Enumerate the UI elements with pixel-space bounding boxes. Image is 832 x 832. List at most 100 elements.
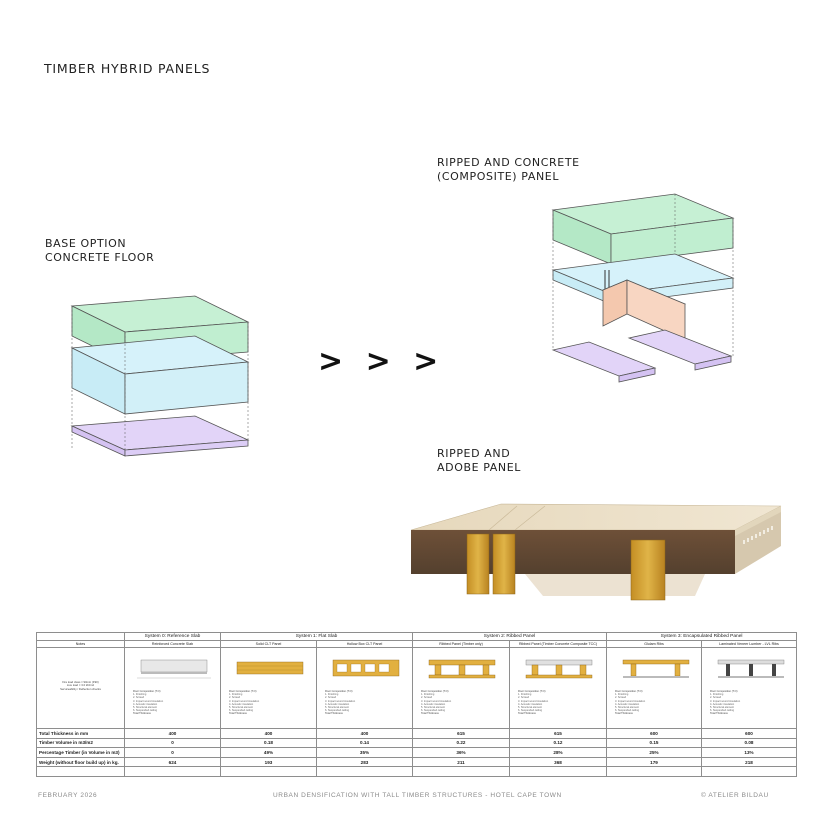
ribbed-timber-section-icon: [428, 659, 496, 679]
lvl-section-icon: [717, 659, 785, 678]
cell-value: 624: [124, 756, 221, 768]
timber-ribs: [466, 533, 666, 601]
header-blank: [36, 632, 125, 641]
table-row: Timber Volume in m3/m2 0 0.18 0.14 0.22 …: [36, 737, 797, 749]
purple-layer: [70, 415, 250, 457]
system-header-row: System 0: Reference Slab System 1: Flat …: [36, 632, 797, 641]
system-0-header: System 0: Reference Slab: [124, 632, 221, 641]
cell-value: 13%: [701, 747, 797, 758]
row-label: Total Thickness in mm: [36, 728, 125, 739]
system-1-header: System 1: Flat Slab: [220, 632, 413, 641]
cell-value: 400: [316, 728, 413, 739]
table-empty-row: [36, 766, 797, 777]
cell-value: 218: [701, 756, 797, 768]
systems-table: System 0: Reference Slab System 1: Flat …: [36, 632, 797, 777]
cell-value: 25%: [606, 747, 702, 758]
footer-credit: © ATELIER BILDAU: [701, 792, 769, 799]
composite-label: RIPPED AND CONCRETE (COMPOSITE) PANEL: [437, 156, 580, 184]
base-option-label: BASE OPTION CONCRETE FLOOR: [45, 237, 154, 265]
composite-line1: RIPPED AND CONCRETE: [437, 156, 580, 169]
cell-value: 283: [316, 756, 413, 768]
cell-value: 211: [412, 756, 510, 768]
cell-value: 0.18: [220, 737, 317, 749]
ribbed-tcc-section-icon: [525, 659, 593, 679]
row-label: Timber Volume in m3/m2: [36, 737, 125, 749]
footer-date: FEBRUARY 2026: [38, 792, 98, 799]
base-option-line2: CONCRETE FLOOR: [45, 251, 155, 264]
cell-value: 179: [606, 756, 702, 768]
diagram-row: Fire load class = 90min (F90) Live load …: [36, 647, 797, 729]
sub-header-ribbed-timber: Ribbed Panel (Timber only): [412, 640, 510, 648]
sub-header-concrete: Reinforced Concrete Slab: [124, 640, 221, 648]
cell-value: 0: [124, 737, 221, 749]
concrete-section-icon: [137, 659, 211, 679]
systems-table-wrap: System 0: Reference Slab System 1: Flat …: [36, 632, 797, 777]
glulam-section-icon: [622, 659, 690, 678]
composite-line2: (COMPOSITE) PANEL: [437, 170, 560, 183]
sub-header-glulam: Glulam Ribs: [606, 640, 702, 648]
purple-layer: [551, 329, 733, 383]
sub-header-row: Notes Reinforced Concrete Slab Solid CLT…: [36, 640, 797, 648]
notes-cell: Fire load class = 90min (F90) Live load …: [36, 647, 125, 729]
cell-value: 615: [412, 728, 510, 739]
orange-beam: [601, 279, 687, 341]
cell-value: 0.14: [316, 737, 413, 749]
adobe-label: RIPPED AND ADOBE PANEL: [437, 447, 521, 475]
page-title: TIMBER HYBRID PANELS: [44, 61, 211, 76]
sub-header-solid-clt: Solid CLT Panel: [220, 640, 317, 648]
sub-header-notes: Notes: [36, 640, 125, 648]
cell-value: 0: [124, 747, 221, 758]
cell-value: 193: [220, 756, 317, 768]
sub-header-hollow-clt: Hollow Box CLT Panel: [316, 640, 413, 648]
row-label: Percentage Timber (in Volume in m3): [36, 747, 125, 758]
table-row: Total Thickness in mm 400 400 400 615 61…: [36, 728, 797, 739]
cell-value: 368: [509, 756, 607, 768]
adobe-panel-render: [410, 503, 782, 601]
cell-value: 0.08: [701, 737, 797, 749]
panel-side-holes: [743, 526, 773, 544]
cell-value: 28%: [509, 747, 607, 758]
cell-value: 615: [509, 728, 607, 739]
system-3-header: System 3: Encapsulated Ribbed Panel: [606, 632, 797, 641]
cell-value: 49%: [220, 747, 317, 758]
cell-value: 35%: [316, 747, 413, 758]
panel-top-surface: [410, 503, 782, 531]
ceiling-board: [525, 574, 705, 596]
cell-value: 400: [124, 728, 221, 739]
row-label: Weight (without floor build up) in kg.: [36, 756, 125, 768]
solid-clt-section-icon: [236, 661, 304, 675]
adobe-line1: RIPPED AND: [437, 447, 511, 460]
composite-diagram: [551, 193, 735, 383]
base-option-diagram: [70, 295, 250, 457]
table-row: Percentage Timber (in Volume in m3) 0 49…: [36, 747, 797, 758]
footer-project: URBAN DENSIFICATION WITH TALL TIMBER STR…: [273, 792, 562, 799]
hollow-clt-section-icon: [332, 659, 400, 677]
base-option-line1: BASE OPTION: [45, 237, 127, 250]
sub-header-ribbed-tcc: Ribbed Panel (Timber Concrete Composite …: [509, 640, 607, 648]
cell-value: 0.15: [606, 737, 702, 749]
table-row: Weight (without floor build up) in kg. 6…: [36, 756, 797, 768]
cell-value: 0.22: [412, 737, 510, 749]
cell-value: 400: [220, 728, 317, 739]
adobe-line2: ADOBE PANEL: [437, 461, 522, 474]
cell-value: 600: [606, 728, 702, 739]
cell-value: 36%: [412, 747, 510, 758]
green-layer: [551, 193, 735, 265]
system-2-header: System 2: Ribbed Panel: [412, 632, 607, 641]
sub-header-lvl: Laminated Veneer Lumber - LVL Ribs: [701, 640, 797, 648]
cell-value: 600: [701, 728, 797, 739]
